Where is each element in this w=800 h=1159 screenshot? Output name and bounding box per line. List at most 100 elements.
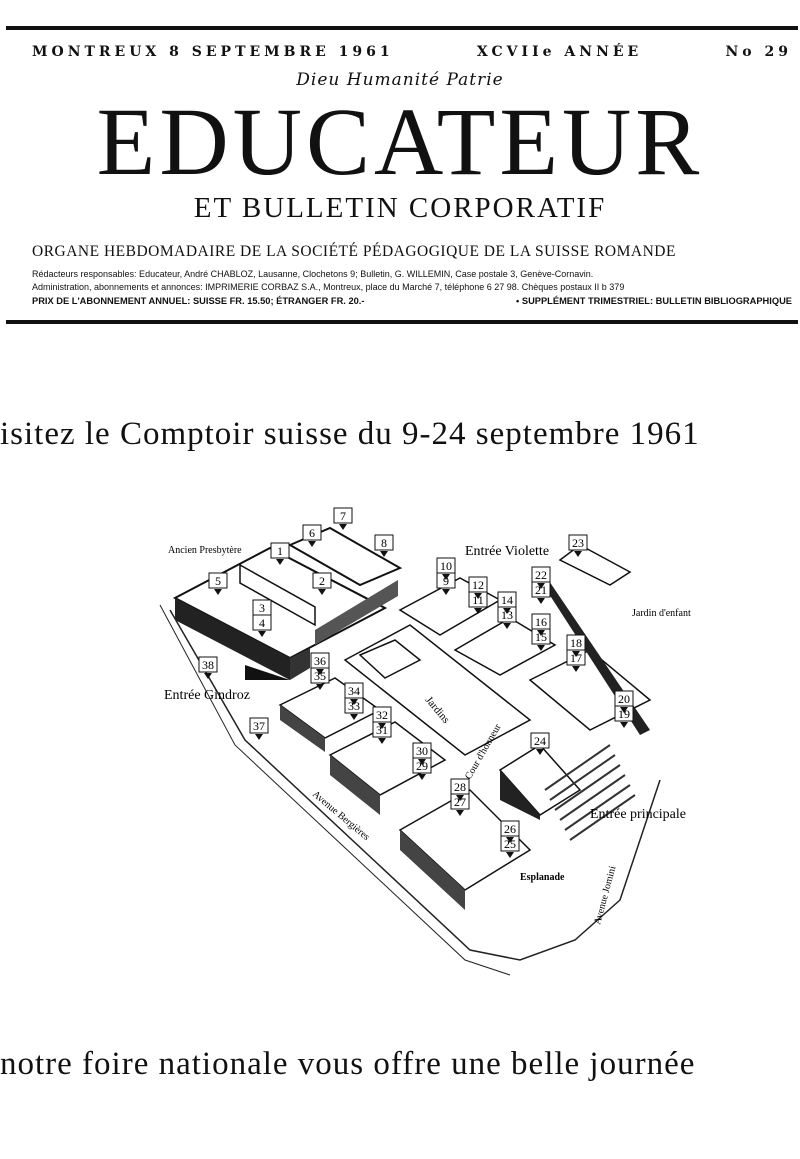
stand-marker-15: 15: [531, 628, 551, 651]
stand-marker-4: 4: [252, 614, 272, 637]
stand-box-6: [302, 524, 322, 541]
editors-line: Rédacteurs responsables: Educateur, Andr…: [32, 269, 594, 279]
headline-top: isitez le Comptoir suisse du 9-24 septem…: [0, 416, 700, 452]
label-entree-principale: Entrée principale: [590, 807, 686, 822]
stand-box-12: [468, 576, 488, 593]
label-avenue-jomini: Avenue Jomini: [592, 865, 618, 926]
stand-number-15: 15: [535, 630, 547, 644]
motto: Dieu Humanité Patrie: [296, 70, 504, 90]
stand-pointer-37: [255, 734, 263, 740]
stand-number-11: 11: [472, 593, 484, 607]
stand-pointer-9: [442, 589, 450, 595]
stand-number-7: 7: [340, 509, 346, 523]
stand-box-4: [252, 614, 272, 631]
stand-number-29: 29: [416, 759, 428, 773]
stand-number-8: 8: [381, 536, 387, 550]
stand-marker-33: 33: [344, 697, 364, 720]
stand-number-6: 6: [309, 526, 315, 540]
stand-pointer-1: [276, 559, 284, 565]
stand-box-1: [270, 542, 290, 559]
stand-box-37: [249, 717, 269, 734]
stand-marker-27: 27: [450, 793, 470, 816]
stand-number-37: 37: [253, 719, 265, 733]
stand-marker-28: 28: [450, 778, 470, 801]
stand-marker-37: 37: [249, 717, 269, 740]
label-esplanade: Esplanade: [520, 872, 565, 883]
stand-marker-10: 10: [436, 557, 456, 580]
stand-number-9: 9: [443, 574, 449, 588]
stand-pointer-19: [620, 722, 628, 728]
stand-marker-1: 1: [270, 542, 290, 565]
stand-pointer-23: [574, 551, 582, 557]
stand-marker-24: 24: [530, 732, 550, 755]
stand-number-13: 13: [501, 608, 513, 622]
stand-number-19: 19: [618, 707, 630, 721]
stand-number-1: 1: [277, 544, 283, 558]
stand-pointer-5: [214, 589, 222, 595]
stand-box-23: [568, 534, 588, 551]
stand-number-16: 16: [535, 615, 547, 629]
stand-number-4: 4: [259, 616, 265, 630]
stand-number-17: 17: [570, 651, 582, 665]
stand-marker-23: 23: [568, 534, 588, 557]
stand-pointer-2: [318, 589, 326, 595]
stand-pointer-30: [418, 759, 426, 765]
stand-box-16: [531, 613, 551, 630]
label-ancien-presbytere: Ancien Presbytère: [168, 545, 242, 556]
stand-marker-25: 25: [500, 835, 520, 858]
stand-number-5: 5: [215, 574, 221, 588]
stand-marker-35: 35: [310, 667, 330, 690]
stand-pointer-26: [506, 837, 514, 843]
stand-marker-14: 14: [497, 591, 517, 614]
stand-marker-19: 19: [614, 705, 634, 728]
stand-pointer-11: [474, 608, 482, 614]
stand-pointer-28: [456, 795, 464, 801]
stand-number-20: 20: [618, 692, 630, 706]
supplement-info: • SUPPLÉMENT TRIMESTRIEL: BULLETIN BIBLI…: [516, 296, 792, 306]
stand-number-14: 14: [501, 593, 513, 607]
stand-number-12: 12: [472, 578, 484, 592]
stand-number-32: 32: [376, 708, 388, 722]
stand-pointer-6: [308, 541, 316, 547]
masthead-line: MONTREUX 8 SEPTEMBRE 1961 XCVIIe ANNÉE N…: [32, 44, 792, 60]
stand-pointer-35: [316, 684, 324, 690]
stand-pointer-18: [572, 651, 580, 657]
stand-box-18: [566, 634, 586, 651]
stand-number-18: 18: [570, 636, 582, 650]
stand-pointer-14: [503, 608, 511, 614]
stand-marker-30: 30: [412, 742, 432, 765]
stand-pointer-15: [537, 645, 545, 651]
stand-marker-12: 12: [468, 576, 488, 599]
stand-box-14: [497, 591, 517, 608]
stand-pointer-24: [536, 749, 544, 755]
stand-number-33: 33: [348, 699, 360, 713]
stand-number-30: 30: [416, 744, 428, 758]
stand-number-27: 27: [454, 795, 466, 809]
stand-box-38: [198, 656, 218, 673]
stand-number-26: 26: [504, 822, 516, 836]
stand-marker-32: 32: [372, 706, 392, 729]
stand-pointer-12: [474, 593, 482, 599]
stand-number-36: 36: [314, 654, 326, 668]
stand-marker-34: 34: [344, 682, 364, 705]
issue-number: No 29: [725, 44, 792, 60]
top-rule: [6, 26, 798, 30]
headline-bottom: notre foire nationale vous offre une bel…: [0, 1046, 696, 1082]
stand-marker-11: 11: [468, 591, 488, 614]
stand-marker-18: 18: [566, 634, 586, 657]
stand-marker-6: 6: [302, 524, 322, 547]
journal-title: EDUCATEUR: [96, 88, 704, 195]
fairground-map: Ancien Presbytère Entrée Violette Jardin…: [159, 507, 691, 976]
subscription-price: PRIX DE L'ABONNEMENT ANNUEL: SUISSE FR. …: [32, 296, 365, 306]
stand-number-34: 34: [348, 684, 360, 698]
stand-pointer-16: [537, 630, 545, 636]
stand-box-24: [530, 732, 550, 749]
issue-year: XCVIIe ANNÉE: [476, 44, 643, 60]
administration-line: Administration, abonnements et annonces:…: [32, 282, 625, 292]
stand-box-26: [500, 820, 520, 837]
stand-marker-7: 7: [333, 507, 353, 530]
stand-pointer-27: [456, 810, 464, 816]
stand-pointer-10: [442, 574, 450, 580]
stand-box-28: [450, 778, 470, 795]
stand-box-20: [614, 690, 634, 707]
